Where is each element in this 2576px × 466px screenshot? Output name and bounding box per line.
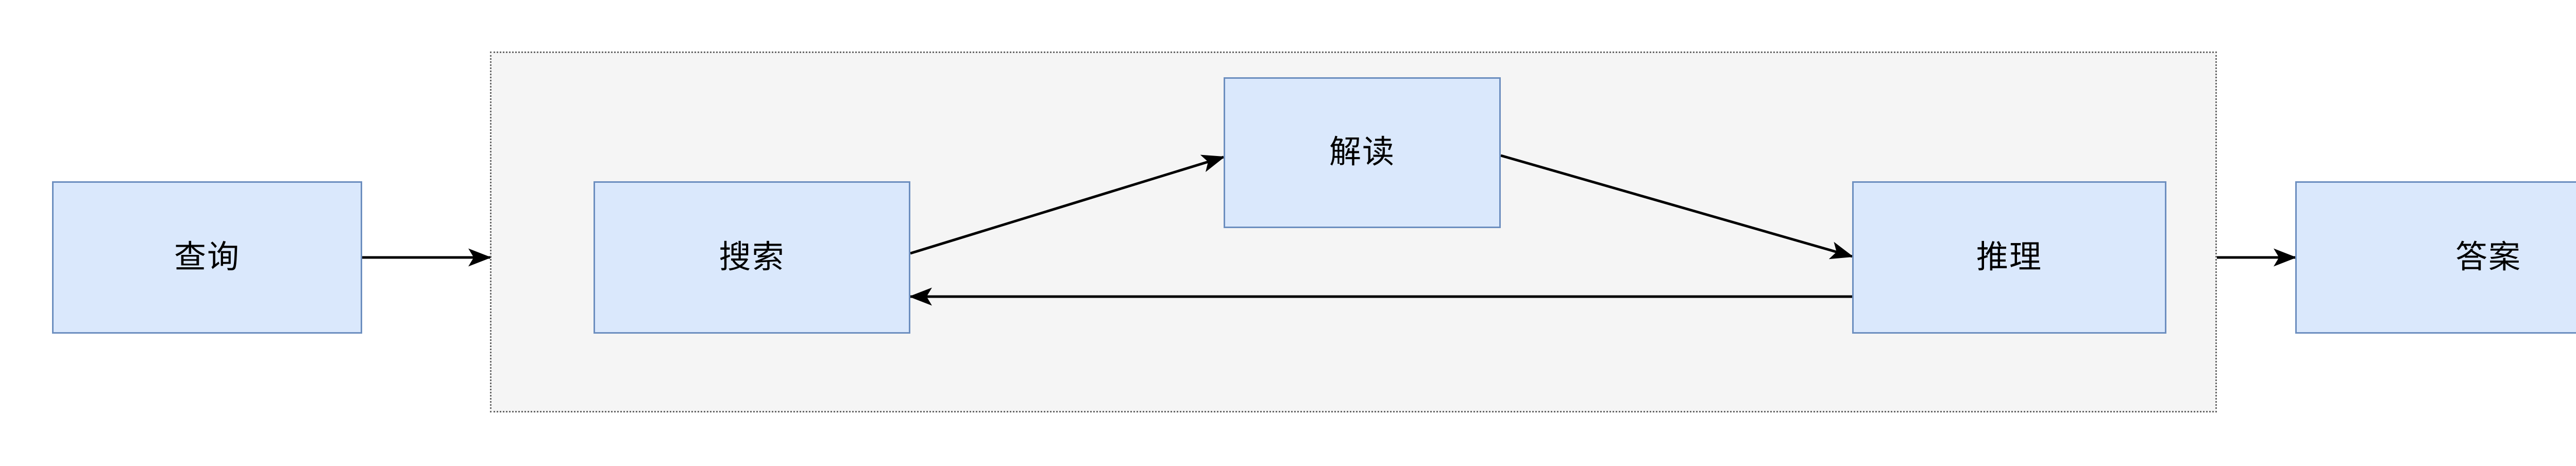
node-answer-label: 答案 — [2455, 239, 2521, 275]
node-interpret-label: 解读 — [1329, 134, 1395, 170]
node-reason-label: 推理 — [1976, 239, 2042, 275]
node-search-label: 搜索 — [719, 239, 785, 275]
node-search[interactable]: 搜索 — [594, 181, 910, 334]
node-reason[interactable]: 推理 — [1852, 181, 2166, 334]
edge-interpret-to-reason[interactable] — [1500, 154, 1854, 260]
edge-search-to-interpret[interactable] — [910, 154, 1225, 255]
node-answer[interactable]: 答案 — [2295, 181, 2576, 334]
node-query[interactable]: 查询 — [52, 181, 362, 334]
node-interpret[interactable]: 解读 — [1224, 77, 1501, 228]
node-query-label: 查询 — [174, 239, 240, 275]
